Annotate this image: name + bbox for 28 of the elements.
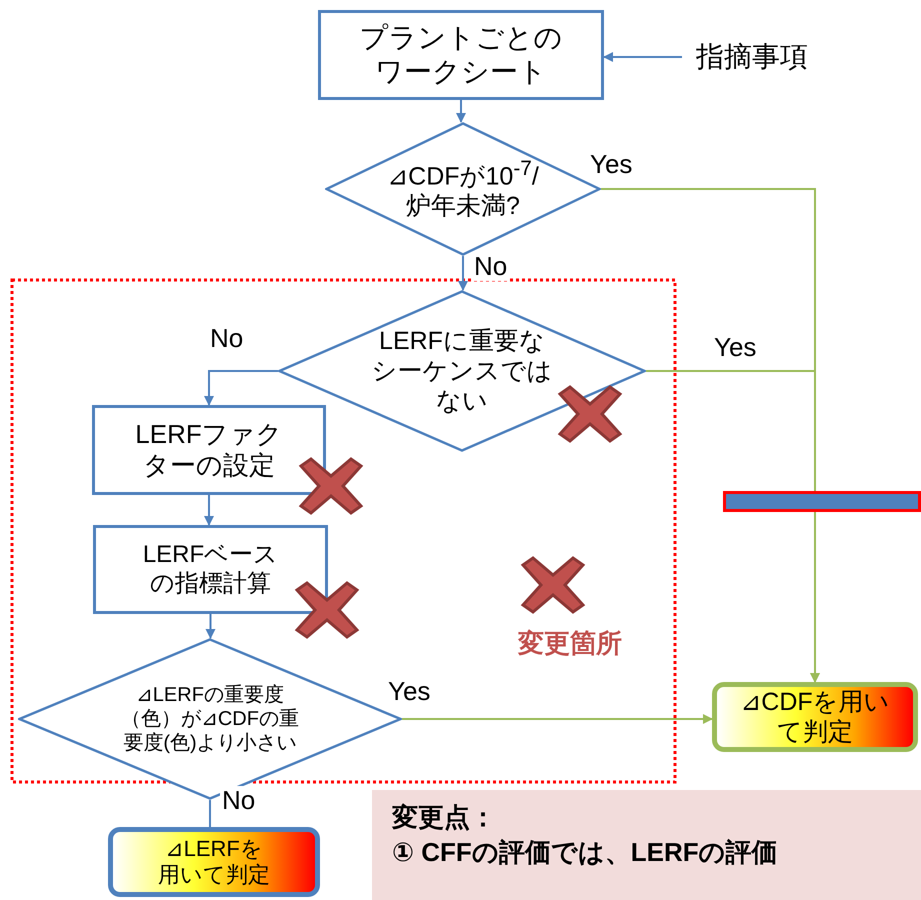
node-text: ⊿CDFを用いて判定	[739, 687, 891, 747]
node-text: LERFファクターの設定	[134, 418, 284, 482]
note-text: 指摘事項	[696, 40, 808, 74]
arrow	[206, 614, 216, 639]
decision-diamond	[278, 290, 646, 452]
node-text: LERFに重要なシーケンスではない	[370, 326, 554, 416]
note-box	[372, 790, 921, 900]
arrow	[603, 52, 682, 62]
arrow	[456, 100, 466, 123]
process-box	[318, 10, 604, 100]
process-box	[92, 405, 326, 495]
arrow	[204, 370, 278, 406]
connector-line	[209, 800, 211, 827]
process-box	[93, 525, 328, 614]
node-text: LERFベースの指標計算	[142, 540, 280, 598]
note-heading: 変更点：	[392, 801, 496, 834]
note-text: ① CFFの評価では、LERFの評価	[392, 836, 778, 870]
arrow	[402, 714, 713, 724]
result-box	[108, 827, 320, 897]
node-text: ⊿LERFを用いて判定	[157, 836, 271, 888]
node-text: プラントごとのワークシート	[358, 21, 564, 89]
arrow	[458, 256, 468, 291]
arrow	[646, 370, 820, 683]
node-text: ⊿CDFが10$^{-7}$/炉年未満?	[386, 156, 540, 222]
node-text: ⊿LERFの重要度（色）が⊿CDFの重要度(色)より小さい	[120, 683, 300, 755]
arrow	[204, 495, 214, 526]
result-box	[712, 682, 918, 752]
legend-text: 変更箇所	[518, 627, 622, 660]
